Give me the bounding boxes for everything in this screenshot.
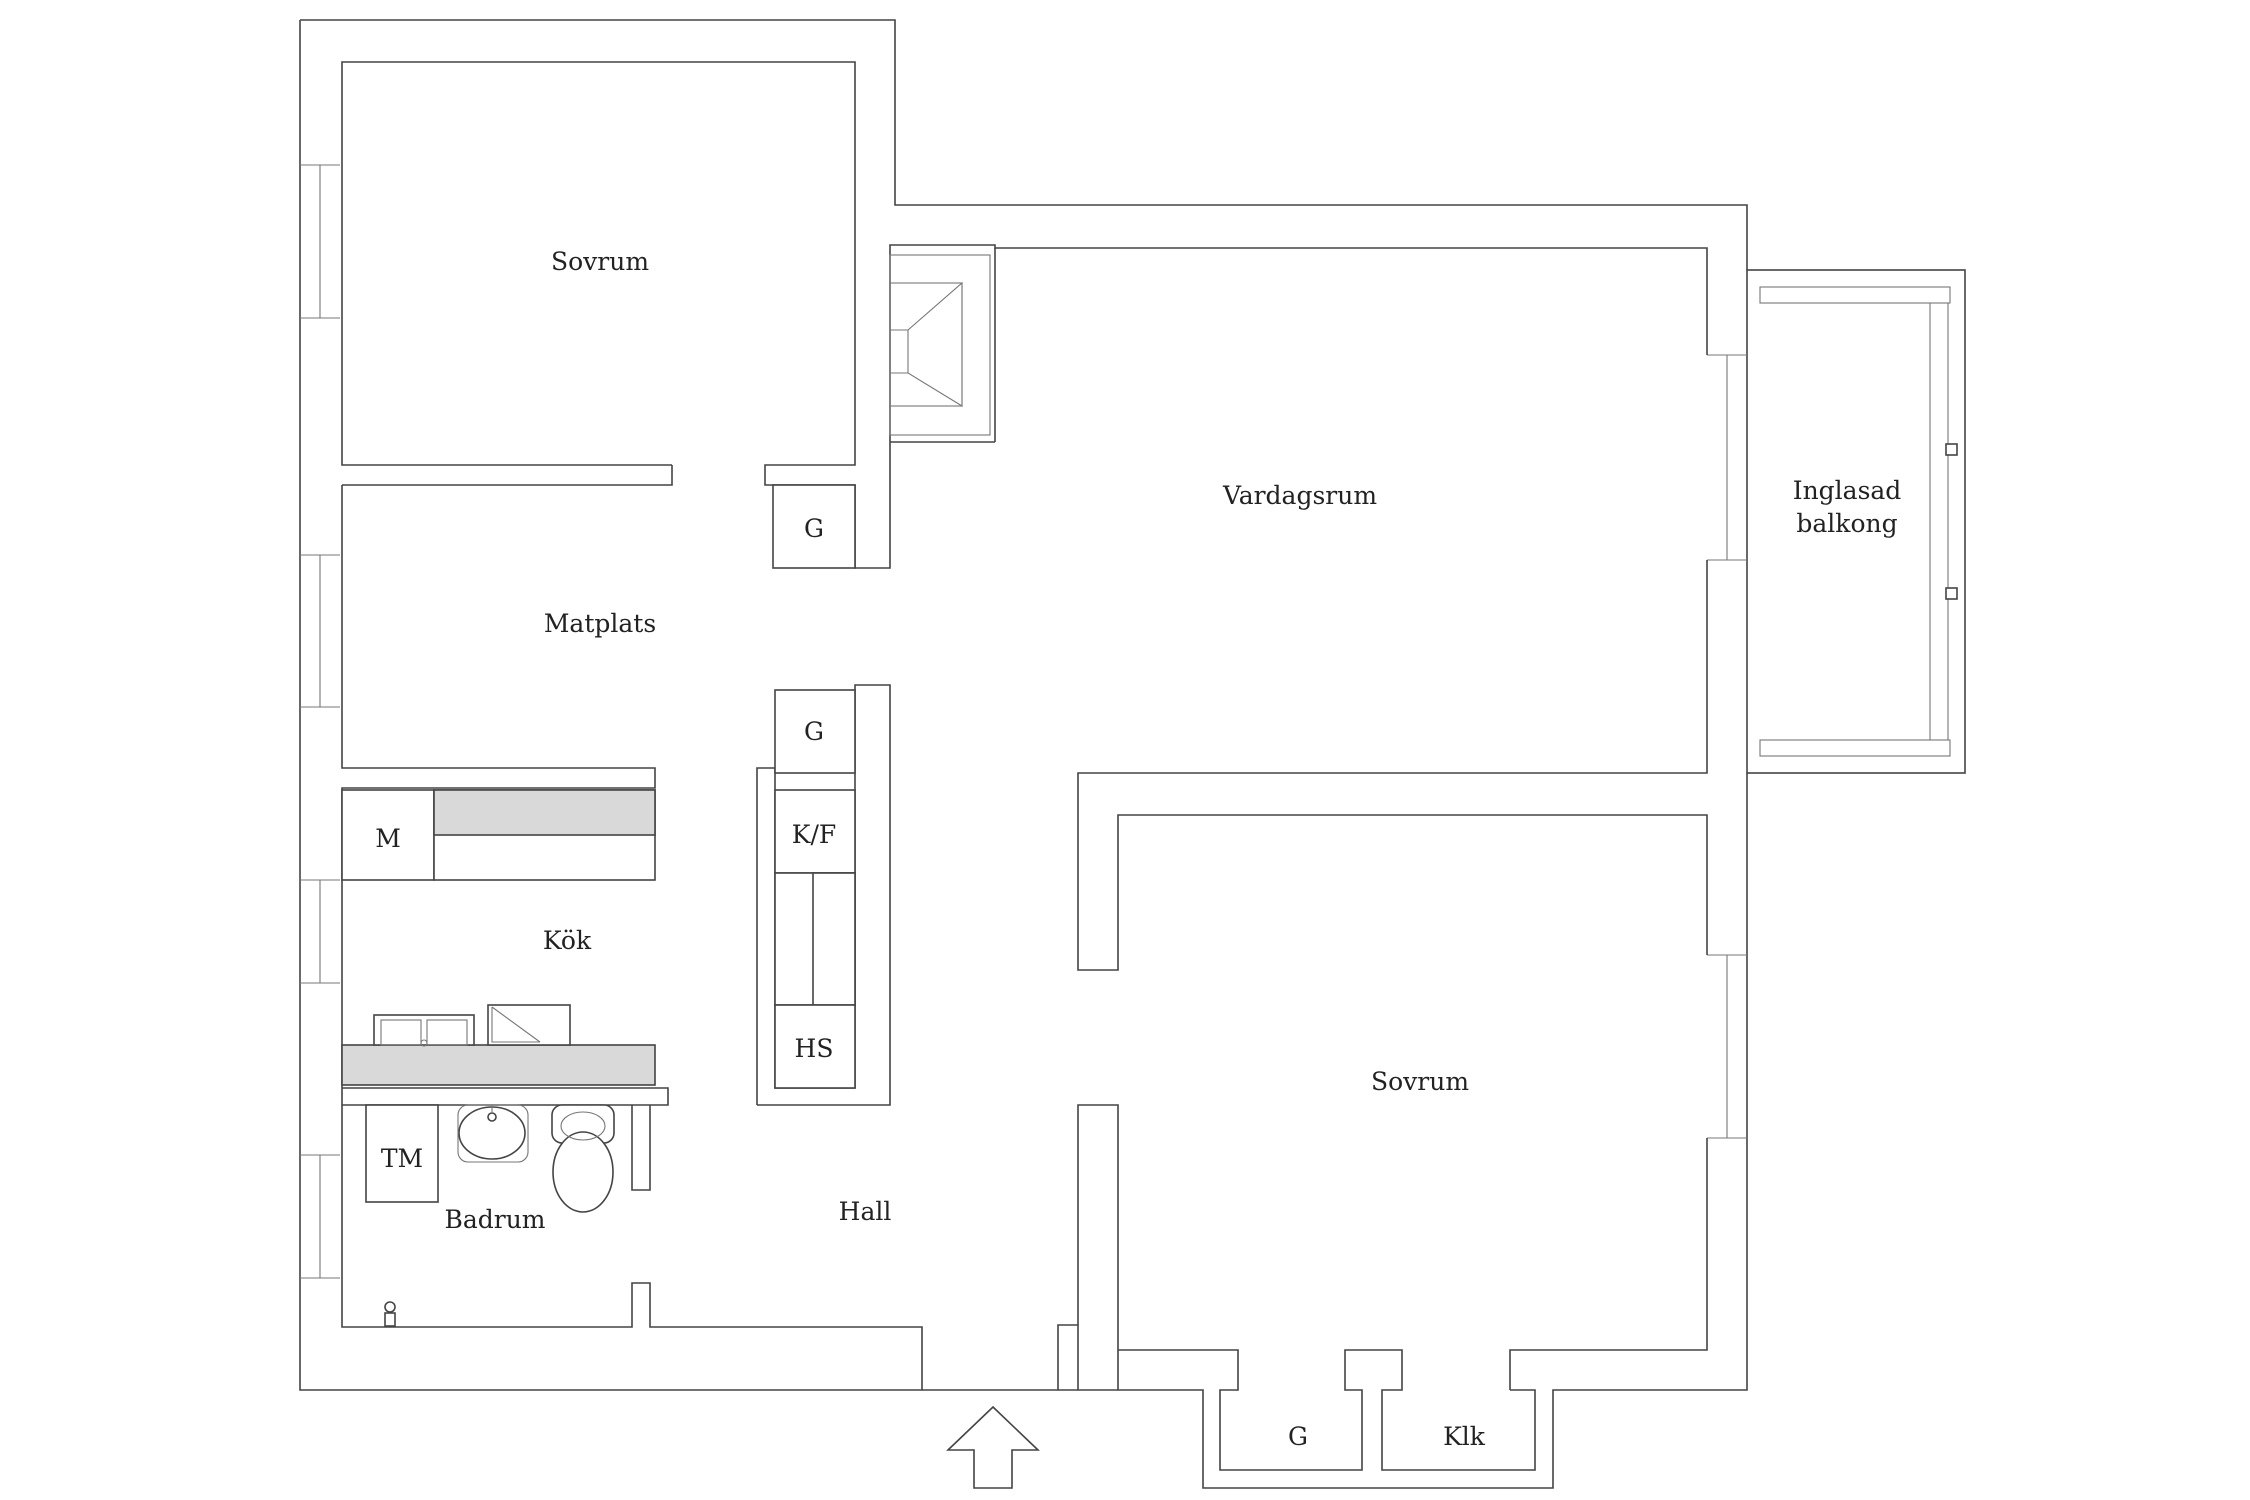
fixture-tm: TM [381,1144,423,1173]
room-klk: Klk [1443,1422,1486,1451]
room-hall: Hall [839,1197,892,1226]
fridge-freezer [774,789,856,874]
fixture-hs: HS [795,1034,834,1063]
room-labels: Sovrum Matplats Vardagsrum Inglasad balk… [375,247,1901,1451]
room-balkong-line2: balkong [1796,509,1897,538]
washing-machine [365,1104,439,1203]
room-sovrum-top: Sovrum [551,247,649,276]
fireplace [889,254,991,436]
tall-cabinet [774,1004,856,1089]
fixture-g-bottom: G [1288,1422,1308,1451]
wardrobe-mid [774,689,856,774]
fixtures [341,484,856,1327]
fixture-m: M [375,824,401,853]
room-sovrum-bottom: Sovrum [1371,1067,1469,1096]
upper-counter-top [433,789,656,836]
room-kok: Kök [543,926,592,955]
interior-walls [341,61,1708,1471]
toilet [551,1104,615,1213]
fixture-kf: K/F [792,820,836,849]
room-badrum: Badrum [444,1205,545,1234]
dishwasher [341,789,435,881]
outer-walls [299,19,1966,1489]
room-balkong-line1: Inglasad [1793,476,1902,505]
fixture-g-mid: G [804,717,824,746]
entrance-arrow-icon [946,1405,1040,1489]
wardrobe-upper [772,484,856,569]
fixture-g-upper: G [804,514,824,543]
floor-drain [384,1301,396,1327]
room-vardagsrum: Vardagsrum [1222,481,1377,510]
stove [487,1004,571,1046]
lower-counter [341,1044,656,1086]
room-matplats: Matplats [544,609,656,638]
oven [812,872,856,1006]
